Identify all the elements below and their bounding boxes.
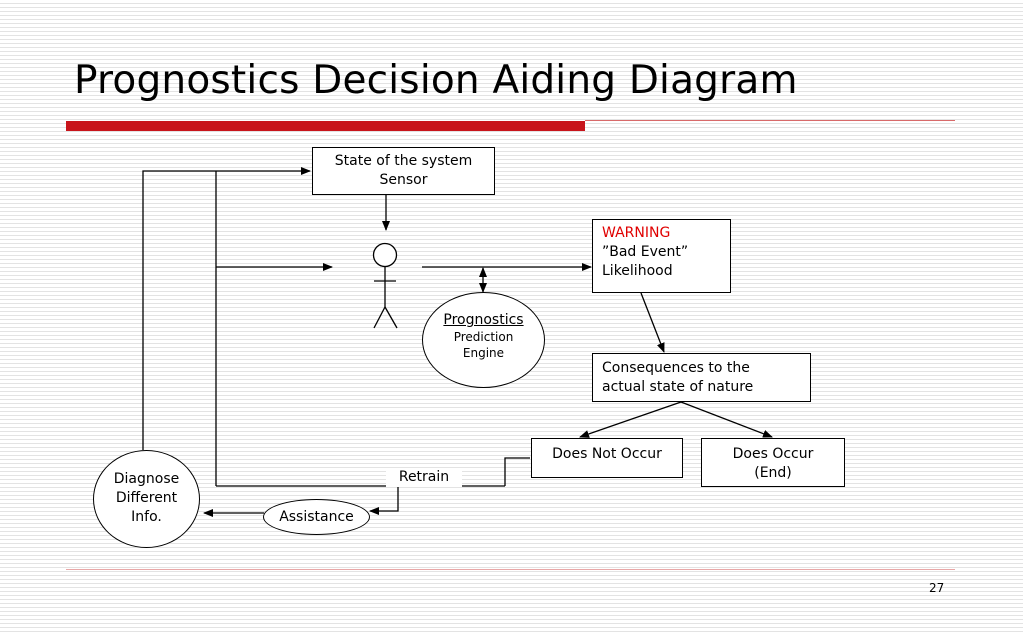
- slide-title: Prognostics Decision Aiding Diagram: [74, 58, 798, 103]
- state-sensor-box: State of the system Sensor: [312, 147, 495, 195]
- engine-label: Engine: [462, 346, 505, 360]
- warning-likelihood: Likelihood: [602, 263, 673, 279]
- prognostics-engine-ellipse: Prognostics Prediction Engine: [422, 292, 545, 388]
- does-occur-box: Does Occur (End): [701, 438, 845, 487]
- does-not-occur-box: Does Not Occur: [531, 438, 683, 478]
- footer-divider: [66, 569, 955, 570]
- arrow-to-does-not-occur: [579, 401, 682, 438]
- prediction-label: Prediction: [453, 330, 514, 344]
- diagnose-ellipse: Diagnose Different Info.: [93, 450, 200, 548]
- line-does-not-occur-to-loop: [504, 457, 530, 486]
- arrow-retrain-to-assistance: [369, 486, 399, 515]
- stick-figure-icon: [372, 242, 398, 329]
- prognostics-label: Prognostics: [443, 312, 524, 328]
- consequences-line2: actual state of nature: [602, 379, 754, 395]
- arrow-warning-to-consequences: [640, 292, 665, 353]
- warning-bad-event: ”Bad Event”: [602, 244, 689, 260]
- assistance-ellipse: Assistance: [263, 499, 370, 535]
- diagnose-line3: Info.: [131, 509, 162, 525]
- arrow-to-does-occur: [680, 401, 773, 438]
- does-occur-label: Does Occur: [732, 446, 814, 462]
- title-red-line: [585, 120, 955, 121]
- consequences-line1: Consequences to the: [602, 360, 750, 376]
- consequences-box: Consequences to the actual state of natu…: [592, 353, 811, 402]
- state-sensor-line1: State of the system: [334, 153, 473, 169]
- title-red-bar: [66, 121, 585, 131]
- diagnose-line1: Diagnose: [113, 471, 180, 487]
- warning-label: WARNING: [602, 225, 671, 241]
- arrow-diagnose-to-state: [142, 167, 311, 450]
- page-number: 27: [929, 581, 945, 595]
- does-not-occur-label: Does Not Occur: [552, 446, 662, 462]
- retrain-label: Retrain: [386, 468, 462, 487]
- does-occur-end-label: (End): [754, 465, 792, 481]
- diagnose-line2: Different: [115, 490, 178, 506]
- state-sensor-line2: Sensor: [379, 172, 428, 188]
- warning-box: WARNING ”Bad Event” Likelihood: [592, 219, 731, 293]
- assistance-label: Assistance: [279, 509, 354, 525]
